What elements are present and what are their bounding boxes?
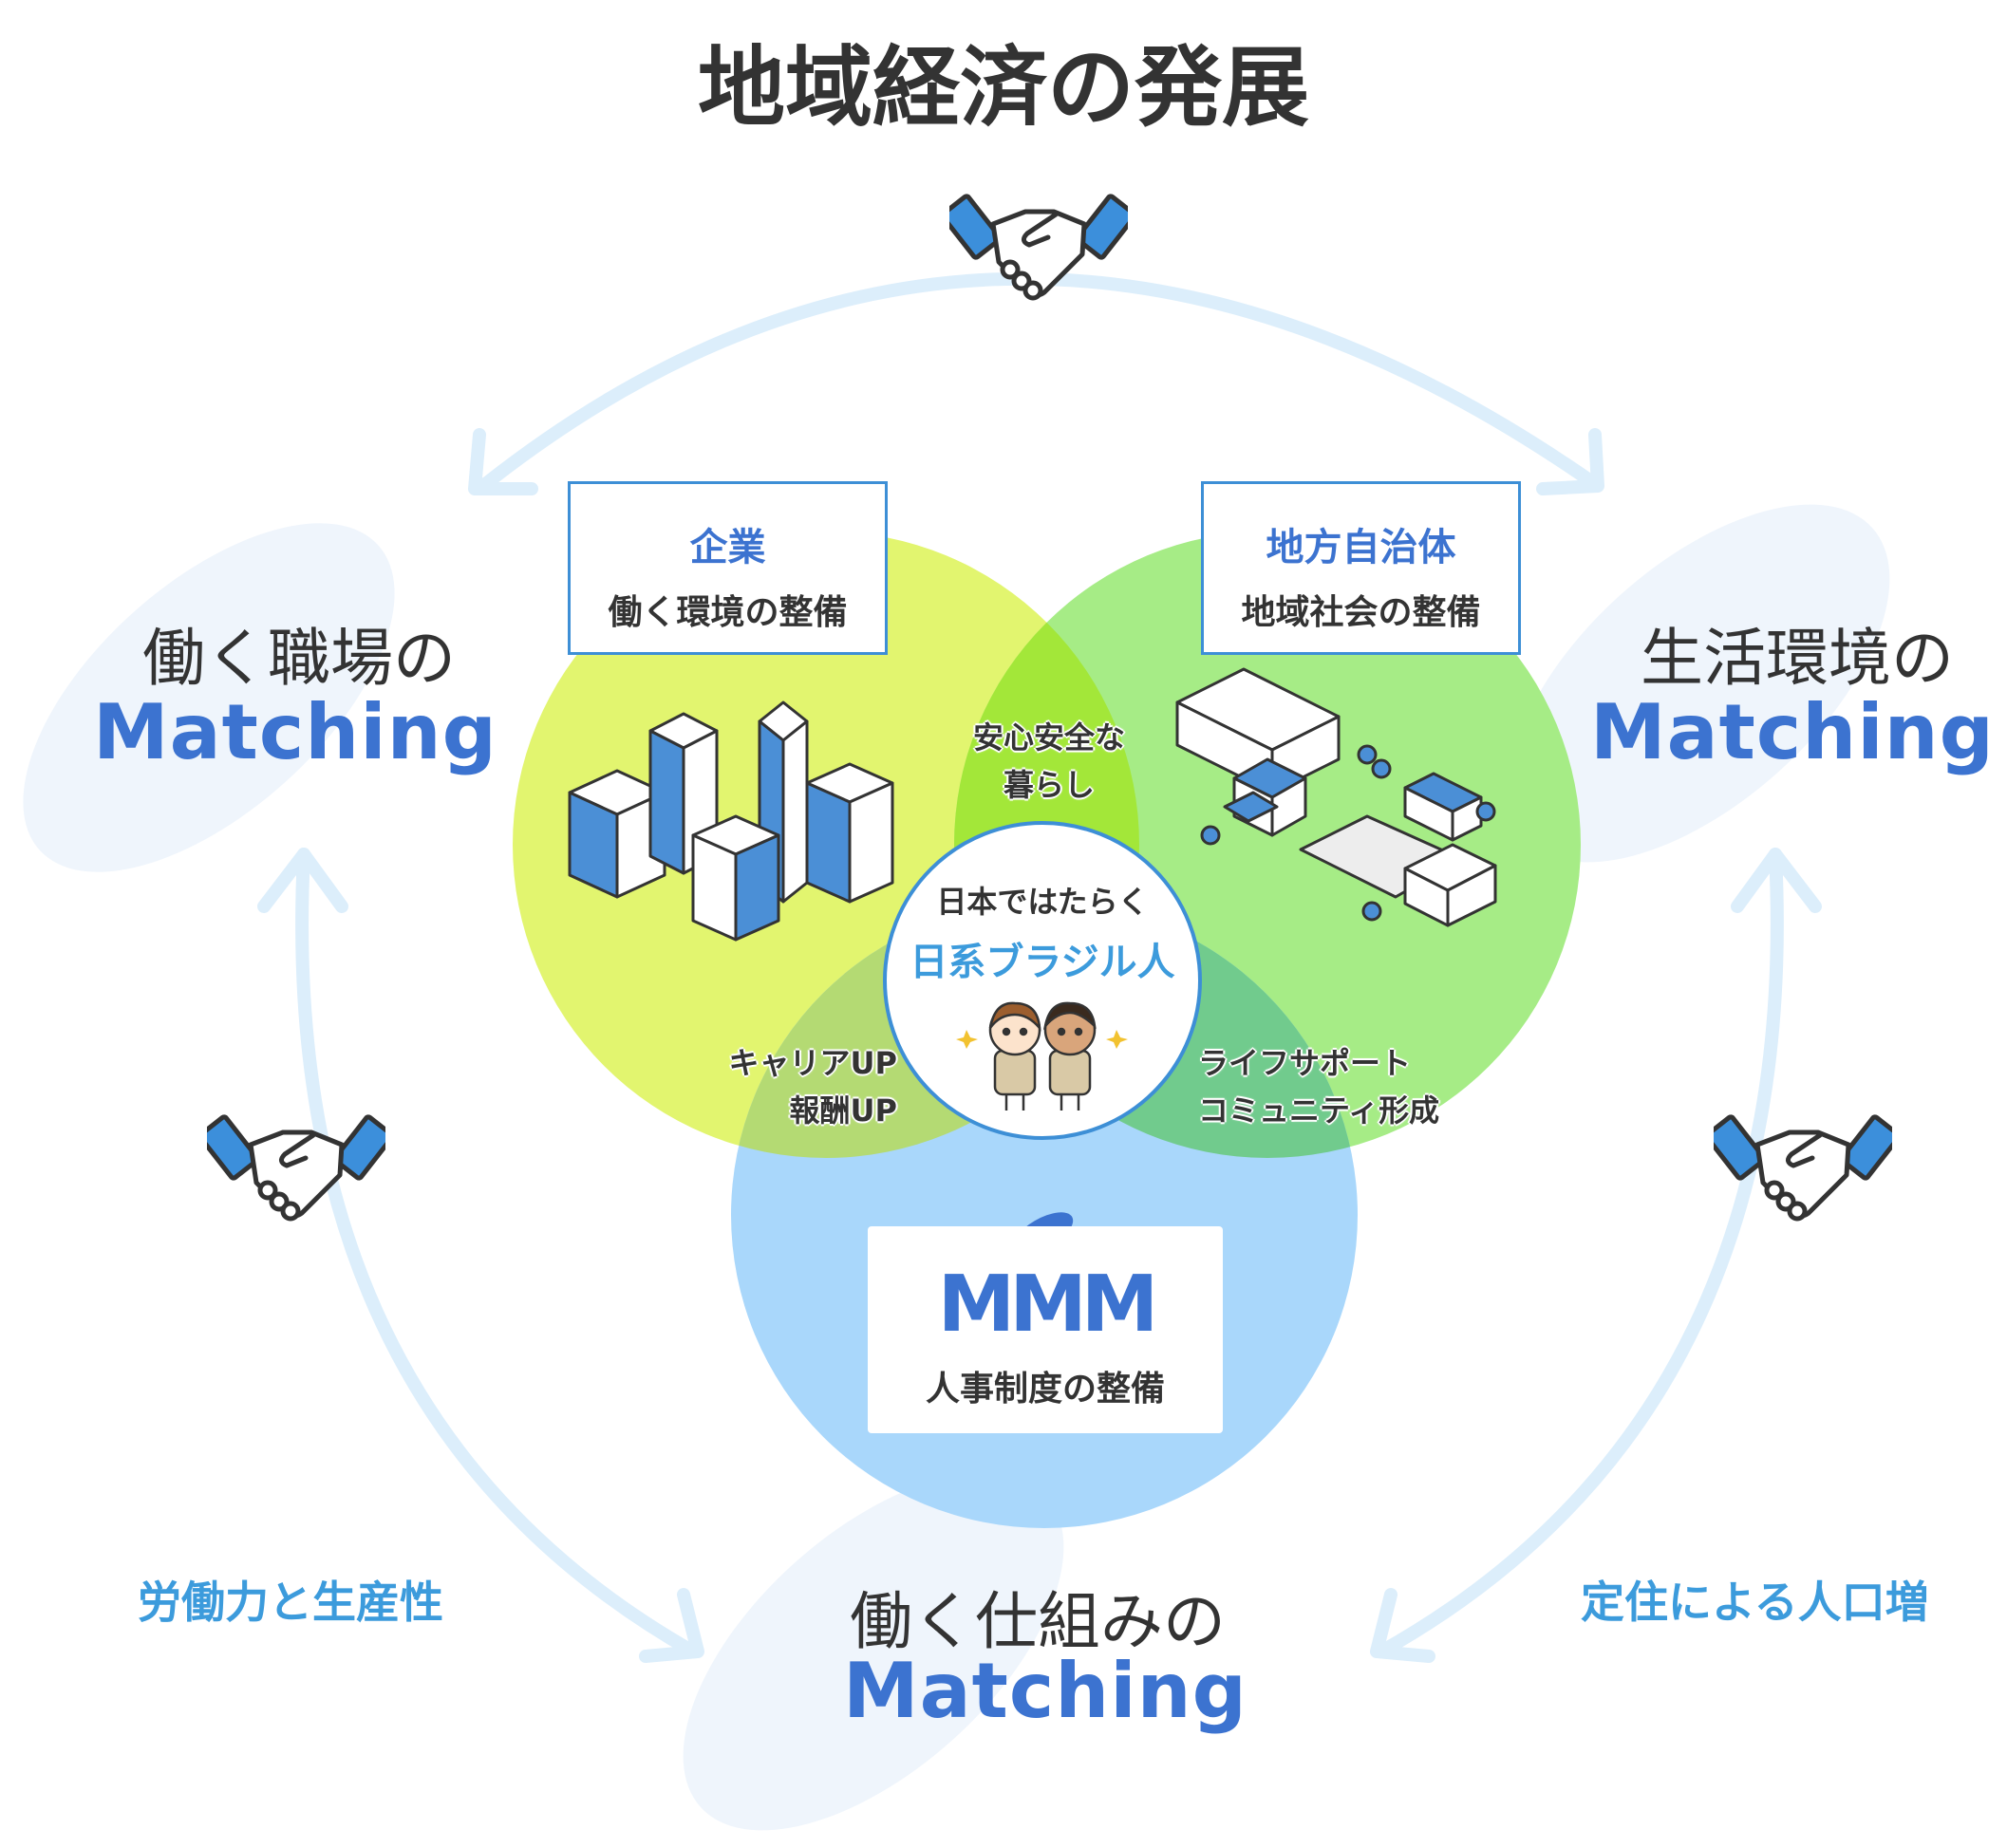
local-government-box-title: 地方自治体 [1266,526,1456,569]
center-line1: 日本ではたらく [936,884,1149,920]
cycle-arrow-left-head-top [257,848,348,913]
overlap-right-line2: コミュニティ形成 [1198,1092,1440,1129]
overlap-left-line2: 報酬UP [789,1092,897,1129]
company-box: 企業 働く環境の整備 [568,481,888,655]
overlap-company-mmm [731,902,1139,1158]
overlap-top-line2: 暮らし [1003,767,1095,803]
mmm-desc: 人事制度の整備 [925,1370,1165,1409]
handshake-icon [207,1114,385,1222]
local-government-box-desc: 地域社会の整備 [1241,593,1481,632]
page-title: 地域経済の発展 [697,36,1309,139]
cycle-arrow-right [1375,848,1784,1658]
workers-icon [956,1001,1128,1111]
center-circle: 日本ではたらく 日系ブラジル人 [883,821,1202,1140]
company-box-title: 企業 [689,526,766,569]
company-box-desc: 働く環境の整備 [608,593,848,632]
handshake-icon [949,194,1128,301]
overlap-right-line1: ライフサポート [1198,1045,1412,1081]
cycle-arrow-top-head-left [468,428,538,495]
bottom-matching-sub: 働く仕組みの [850,1585,1226,1658]
right-shadow-ellipse [1509,504,1890,863]
right-matching-label: Matching [1590,688,1995,776]
cycle-arrow-right-head-bottom [1370,1588,1435,1663]
cycle-arrow-top-head-right [1536,428,1604,495]
left-caption: 労働力と生産性 [138,1577,443,1628]
handshake-icon [1714,1114,1892,1222]
mmm-box: MMM 人事制度の整備 [868,1226,1223,1433]
bottom-matching-label: Matching [843,1647,1247,1735]
left-matching-sub: 働く職場の [142,622,456,695]
right-matching-sub: 生活環境の [1641,622,1954,695]
city-buildings-icon [568,700,894,942]
left-shadow-ellipse [23,523,395,872]
local-government-box: 地方自治体 地域社会の整備 [1201,481,1521,655]
overlap-top-line1: 安心安全な [972,719,1125,756]
overlap-right-label: ライフサポート コミュニティ形成 [1198,1039,1483,1134]
center-line2: 日系ブラジル人 [910,941,1175,984]
mmm-logo: MMM [937,1260,1159,1350]
town-icon [1175,667,1497,927]
overlap-top-label: 安心安全な 暮らし [940,714,1158,809]
left-matching-label: Matching [93,688,497,776]
bottom-shadow-ellipse [683,1472,1064,1831]
cycle-arrow-right-head-top [1731,848,1822,913]
right-caption: 定住による人口増 [1581,1577,1929,1628]
cycle-arrow-left [295,848,700,1658]
cycle-arrow-left-head-bottom [639,1588,704,1663]
overlap-left-line1: キャリアUP [728,1045,897,1081]
overlap-left-label: キャリアUP 報酬UP [679,1039,897,1134]
overlap-local-mmm [954,902,1358,1158]
